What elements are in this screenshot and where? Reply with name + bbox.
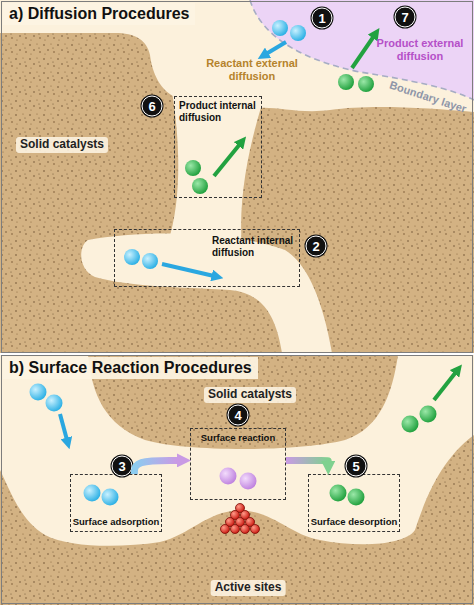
panel-heading: b) Surface Reaction Procedures — [3, 357, 258, 379]
pore-channel — [168, 92, 262, 248]
reaction-step-arrow — [286, 457, 328, 465]
process-box: Product internal diffusion — [174, 96, 262, 198]
diffusion-arrow — [266, 42, 286, 54]
diffusion-arrow — [214, 144, 240, 176]
active-site — [251, 525, 260, 534]
intermediate-molecule — [240, 473, 257, 490]
reactant-molecule — [290, 25, 306, 41]
process-box: Surface adsorption — [70, 474, 162, 532]
product-molecule — [185, 160, 201, 176]
step-label: Reactant internal diffusion — [212, 235, 296, 258]
product-molecule — [358, 76, 374, 92]
annotation-label: Reactant external diffusion — [204, 57, 300, 82]
process-box: Reactant internal diffusion — [114, 229, 300, 287]
annotation-label: Product external diffusion — [371, 37, 469, 62]
product-molecule — [402, 416, 419, 433]
active-site — [241, 525, 250, 534]
diffusion-arrow — [352, 36, 374, 68]
diagram-panel: b) Surface Reaction ProceduresSurface ad… — [1, 355, 473, 604]
callout-number: 4 — [228, 405, 249, 426]
active-site-cluster — [221, 504, 260, 534]
solid-catalyst — [0, 0, 474, 353]
annotation-label: Solid catalysts — [16, 137, 108, 153]
product-molecule — [338, 74, 354, 90]
panel-a-art — [0, 0, 474, 353]
callout-number: 1 — [312, 8, 333, 29]
boundary-layer-region — [250, 0, 474, 100]
diffusion-arrow — [162, 264, 214, 276]
pore-channel — [81, 233, 332, 353]
diffusion-arrow — [60, 414, 67, 440]
boundary-line — [250, 0, 474, 100]
product-molecule — [330, 485, 347, 502]
product-molecule — [348, 489, 365, 506]
active-site — [221, 525, 230, 534]
panel-heading: a) Diffusion Procedures — [3, 3, 195, 25]
product-molecule — [420, 406, 437, 423]
process-box: Surface reaction — [190, 428, 286, 500]
reactant-molecule — [84, 485, 101, 502]
pore-channel — [0, 355, 474, 546]
callout-number: 2 — [306, 236, 327, 257]
annotation-label: Active sites — [211, 580, 286, 596]
step-label: Surface adsorption — [71, 517, 161, 528]
solid-catalyst — [0, 355, 474, 605]
reactant-molecule — [272, 20, 288, 36]
process-box: Surface desorption — [308, 474, 400, 532]
reactant-molecule — [124, 249, 140, 265]
step-label: Surface desorption — [309, 517, 399, 528]
callout-number: 7 — [395, 7, 416, 28]
active-site — [231, 525, 240, 534]
reaction-step-arrow — [134, 460, 177, 474]
diffusion-arrow — [434, 372, 456, 400]
annotation-label: Solid catalysts — [204, 387, 296, 403]
reactant-molecule — [46, 395, 63, 412]
reactant-molecule — [142, 253, 158, 269]
reactant-molecule — [102, 489, 119, 506]
step-label: Product internal diffusion — [179, 100, 259, 123]
intermediate-molecule — [220, 468, 237, 485]
callout-number: 6 — [142, 96, 163, 117]
annotation-label: Boundary layer — [388, 79, 468, 116]
diagram-panel: a) Diffusion ProceduresProduct internal … — [1, 1, 473, 353]
reactant-molecule — [30, 384, 47, 401]
panel-b-art — [0, 355, 474, 605]
step-label: Surface reaction — [191, 433, 285, 444]
product-molecule — [192, 178, 208, 194]
